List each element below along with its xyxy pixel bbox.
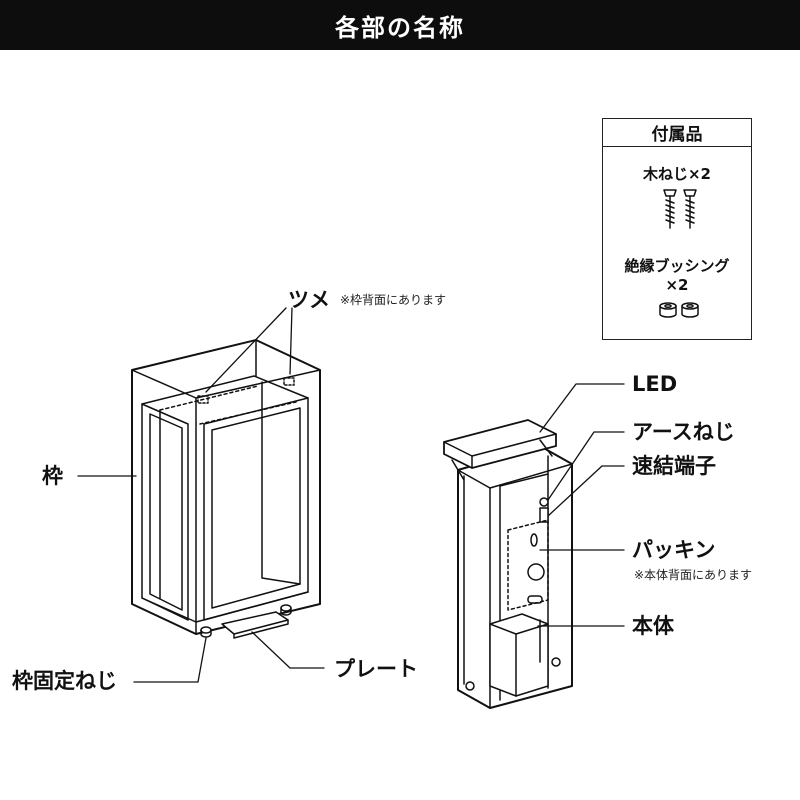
accessories-title: 付属品 [603, 119, 751, 147]
tsume-label: ツメ [288, 288, 330, 312]
wood-screw-icon [663, 189, 677, 229]
tsume-note: ※枠背面にあります [340, 293, 447, 307]
earth-screw-label: アースねじ [632, 420, 735, 444]
frame-illustration [131, 339, 321, 639]
bushing-icon [681, 302, 699, 318]
bushing-label-line1: 絶縁ブッシング [624, 257, 730, 275]
frame-screw-label: 枠固定ねじ [12, 669, 117, 693]
bushing-label-line2: ×2 [665, 276, 689, 294]
wood-screw-icon [683, 189, 697, 229]
wood-screw-label: 木ねじ×2 [642, 165, 711, 183]
packing-note: ※本体背面にあります [634, 568, 753, 582]
accessories-box: 付属品 木ねじ×2 絶縁ブッシング ×2 [602, 118, 752, 340]
earth-screw-icon [539, 497, 549, 507]
body-illustration [443, 419, 573, 709]
terminal-icon [539, 507, 549, 523]
frame-screw-icon [200, 626, 212, 638]
bushing-icon [659, 302, 677, 318]
header-bar: 各部の名称 [0, 0, 800, 50]
terminal-label: 速結端子 [632, 454, 716, 478]
frame-screw-icon [280, 604, 292, 616]
body-label: 本体 [632, 614, 674, 638]
frame-label: 枠 [42, 464, 63, 488]
page-title: 各部の名称 [335, 13, 465, 42]
plate-label: プレート [334, 657, 418, 681]
led-label: LED [632, 372, 678, 396]
packing-label: パッキン [632, 538, 716, 562]
